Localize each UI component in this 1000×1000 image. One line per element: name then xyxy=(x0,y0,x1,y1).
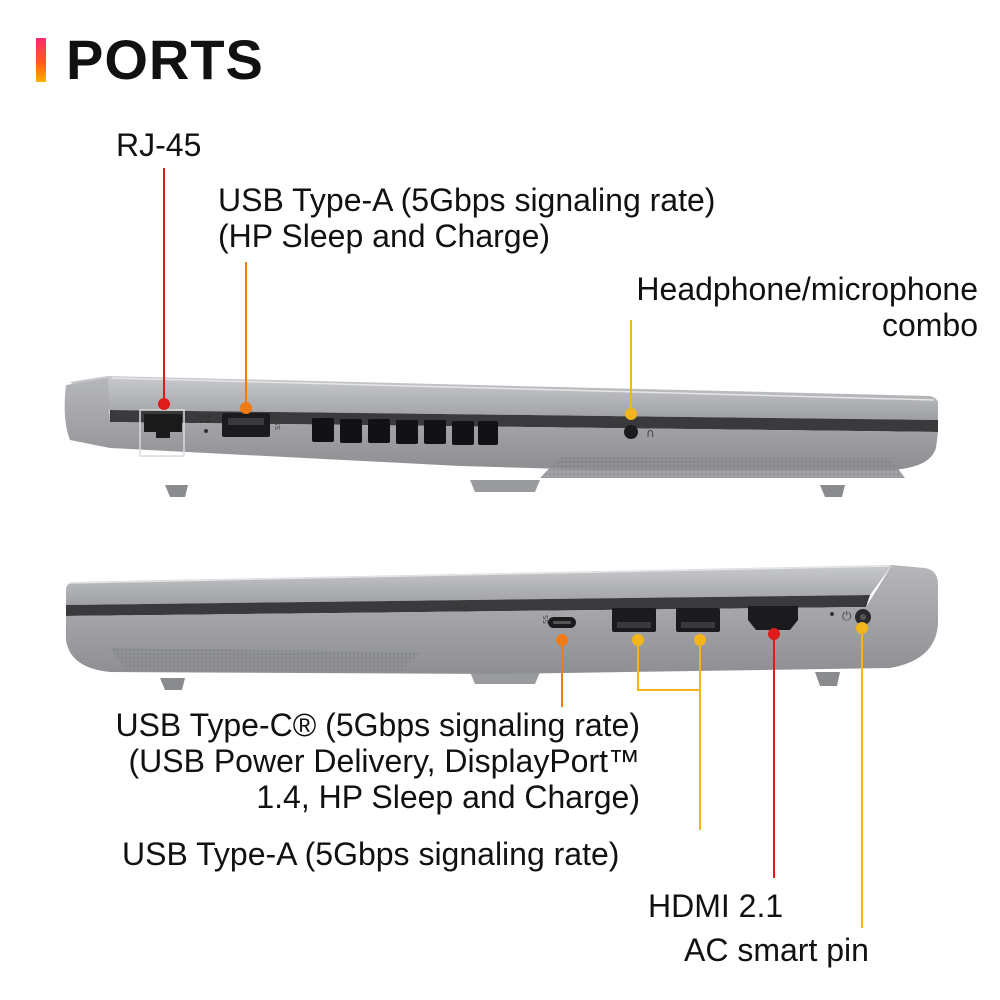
dot-usb-a-top xyxy=(240,402,252,414)
hdmi-port xyxy=(748,606,798,630)
leader-lines xyxy=(163,168,863,928)
leader-usb-a-bottom-bracket xyxy=(637,640,701,691)
ac-power-jack xyxy=(855,609,871,625)
title-accent-bar xyxy=(36,38,46,82)
label-usb-c-line1: USB Type-C® (5Gbps signaling rate) xyxy=(115,707,640,743)
vent-grille xyxy=(312,418,498,445)
label-headphone-line2: combo xyxy=(881,307,978,343)
ss-logo-icon: SS xyxy=(274,421,282,430)
dot-usb-c xyxy=(556,634,568,646)
dot-usb-a-2 xyxy=(694,634,706,646)
label-rj45-text: RJ-45 xyxy=(116,127,202,163)
label-usb-c-line3: 1.4, HP Sleep and Charge) xyxy=(256,779,640,815)
ss-logo-icon-c: SS xyxy=(542,615,550,624)
label-hdmi: HDMI 2.1 xyxy=(648,888,783,924)
label-headphone-line1: Headphone/microphone xyxy=(636,271,978,307)
leader-dots xyxy=(158,398,868,646)
usb-a-port-left xyxy=(222,413,270,437)
dot-headphone xyxy=(625,408,637,420)
dot-rj45 xyxy=(158,398,170,410)
usb-a-port-right-1 xyxy=(612,608,656,632)
power-plug-icon: ⏻ xyxy=(842,609,852,623)
label-headphone: Headphone/microphone combo xyxy=(636,271,978,343)
label-usb-c-line2: (USB Power Delivery, DisplayPort™ xyxy=(128,743,640,779)
charge-led xyxy=(830,612,834,616)
label-ac-pin: AC smart pin xyxy=(684,932,869,968)
label-rj45: RJ-45 xyxy=(116,127,201,163)
network-icon xyxy=(198,415,211,423)
label-usb-a-top-line2: (HP Sleep and Charge) xyxy=(218,218,551,254)
label-ac-pin-text: AC smart pin xyxy=(684,932,869,968)
label-usb-a-top-line1: USB Type-A (5Gbps signaling rate) xyxy=(218,182,716,218)
dot-ac-pin xyxy=(856,622,868,634)
headphone-icon: ∩ xyxy=(646,426,655,440)
led-dot xyxy=(204,429,208,433)
usb-c-port xyxy=(548,617,576,628)
label-usb-c: USB Type-C® (5Gbps signaling rate) (USB … xyxy=(115,707,640,815)
laptop-right-side: SS ⏻ xyxy=(66,565,938,690)
usb-a-port-right-2 xyxy=(676,608,720,632)
rj45-port xyxy=(139,409,185,457)
headphone-jack xyxy=(624,425,638,439)
label-usb-a-top: USB Type-A (5Gbps signaling rate) (HP Sl… xyxy=(218,182,715,254)
label-hdmi-text: HDMI 2.1 xyxy=(648,888,784,924)
label-usb-a-bottom: USB Type-A (5Gbps signaling rate) xyxy=(122,836,619,872)
dot-usb-a-1 xyxy=(632,634,644,646)
dot-hdmi xyxy=(768,628,780,640)
laptop-left-side: SS ∩ xyxy=(64,376,938,497)
label-usb-a-bottom-text: USB Type-A (5Gbps signaling rate) xyxy=(122,836,620,872)
page-title: PORTS xyxy=(66,28,264,91)
